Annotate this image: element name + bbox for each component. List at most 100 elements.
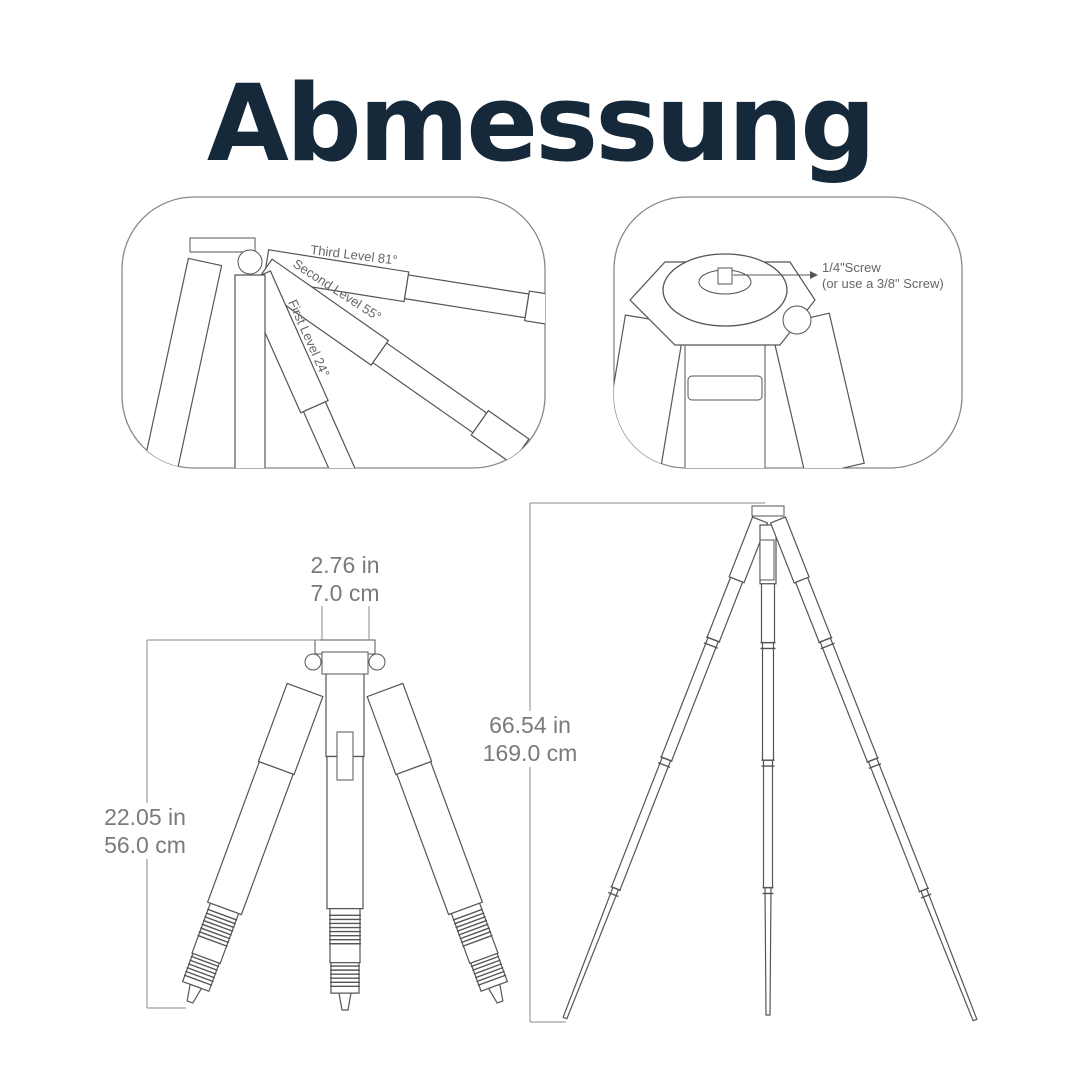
grip-ring — [190, 955, 220, 968]
extended-height-dimension: 66.54 in 169.0 cm — [467, 711, 593, 767]
extended-leg — [769, 516, 810, 584]
grip-ring — [201, 923, 232, 936]
extended-leg — [761, 641, 775, 761]
angle-lock-knob — [237, 249, 263, 275]
extended-leg — [562, 886, 620, 1020]
screw-icon — [717, 267, 733, 285]
grip-ring — [474, 966, 504, 979]
folded-leg — [186, 983, 203, 1004]
extended-leg — [764, 886, 772, 1016]
grip-ring — [462, 934, 493, 948]
leg-lock — [866, 756, 879, 764]
grip-ring — [205, 912, 237, 925]
angled-leg — [302, 401, 376, 468]
grip-ring — [456, 919, 488, 933]
folded-leg — [366, 682, 433, 776]
grip-ring — [459, 927, 490, 940]
grip-ring — [453, 912, 485, 925]
dimension-lines — [146, 502, 765, 1023]
extended-leg — [728, 516, 769, 584]
grip-ring — [189, 959, 218, 972]
extended-leg — [706, 576, 744, 643]
folded-height-cm: 56.0 cm — [104, 832, 186, 858]
leg-lock — [918, 887, 930, 893]
grip-ring — [458, 923, 489, 936]
leg-lock-knob — [368, 653, 386, 671]
folded-width-in: 2.76 in — [310, 552, 380, 578]
angled-leg — [372, 342, 488, 434]
leg-lock-knob — [782, 305, 812, 335]
leg-lock-knob — [304, 653, 322, 671]
grip-ring — [472, 959, 501, 972]
leg-lock — [820, 642, 835, 650]
angled-leg — [524, 290, 545, 330]
angled-leg — [403, 274, 530, 319]
center-column — [759, 539, 775, 581]
folded-width-cm: 7.0 cm — [310, 580, 380, 606]
screw-alt-label: (or use a 3/8" Screw) — [822, 276, 944, 291]
extended-leg — [610, 756, 672, 891]
extended-height-in: 66.54 in — [489, 712, 571, 738]
grip-ring — [187, 963, 217, 975]
grip-ring — [202, 919, 234, 933]
extended-leg — [660, 636, 720, 762]
extended-tripod-drawing — [562, 505, 978, 1022]
grip-ring — [455, 915, 486, 929]
grip-ring — [204, 915, 235, 929]
page-title: Abmessung — [206, 62, 876, 185]
extended-leg — [762, 759, 774, 889]
screw-detail-panel — [613, 196, 963, 469]
logo-badge — [336, 731, 354, 781]
grip-ring — [452, 908, 484, 921]
mounting-plate — [751, 505, 785, 517]
leg-lock — [607, 891, 619, 898]
folded-tripod-drawing — [181, 639, 509, 1011]
grip-ring — [477, 974, 507, 987]
grip-ring — [460, 930, 492, 944]
grip-ring — [473, 963, 503, 975]
leg-lock — [705, 636, 721, 643]
grip-ring — [197, 934, 228, 948]
arrow-icon — [810, 271, 818, 279]
leg-lock — [868, 762, 882, 770]
grip-ring — [186, 966, 216, 979]
leg-lock — [657, 761, 671, 769]
folded-leg — [338, 992, 352, 1011]
folded-height-dimension: 22.05 in 56.0 cm — [85, 803, 205, 859]
screw-label: 1/4"Screw — [822, 260, 881, 275]
center-column — [684, 339, 766, 468]
head-body — [321, 651, 369, 675]
leg-lock — [610, 885, 622, 892]
angled-leg — [263, 249, 410, 303]
grip-ring — [198, 930, 230, 944]
folded-leg — [257, 682, 324, 776]
folded-width-dimension: 2.76 in 7.0 cm — [285, 551, 405, 607]
folded-height-in: 22.05 in — [104, 804, 186, 830]
leg-lock — [818, 636, 833, 644]
leg-angle-drawing — [142, 237, 545, 468]
extended-leg — [819, 637, 879, 763]
extended-leg — [867, 757, 929, 893]
grip-ring — [183, 974, 213, 987]
grip-ring — [206, 908, 238, 921]
folded-leg — [396, 761, 484, 916]
angled-leg — [254, 258, 390, 366]
angled-leg — [470, 409, 530, 465]
folded-leg — [206, 761, 294, 916]
extended-leg — [794, 576, 833, 644]
leg — [142, 257, 223, 468]
leg-lock — [660, 756, 673, 763]
grip-ring — [200, 927, 231, 940]
logo-badge — [687, 375, 763, 401]
folded-leg — [487, 983, 504, 1004]
mounting-plate — [189, 237, 256, 253]
leg-lock — [920, 893, 932, 899]
extended-leg — [760, 583, 776, 644]
grip-ring — [185, 970, 214, 983]
extended-height-cm: 169.0 cm — [482, 740, 578, 766]
grip-ring — [476, 970, 505, 983]
leg — [234, 274, 266, 468]
leg-lock — [703, 642, 719, 649]
extended-leg — [920, 888, 978, 1022]
